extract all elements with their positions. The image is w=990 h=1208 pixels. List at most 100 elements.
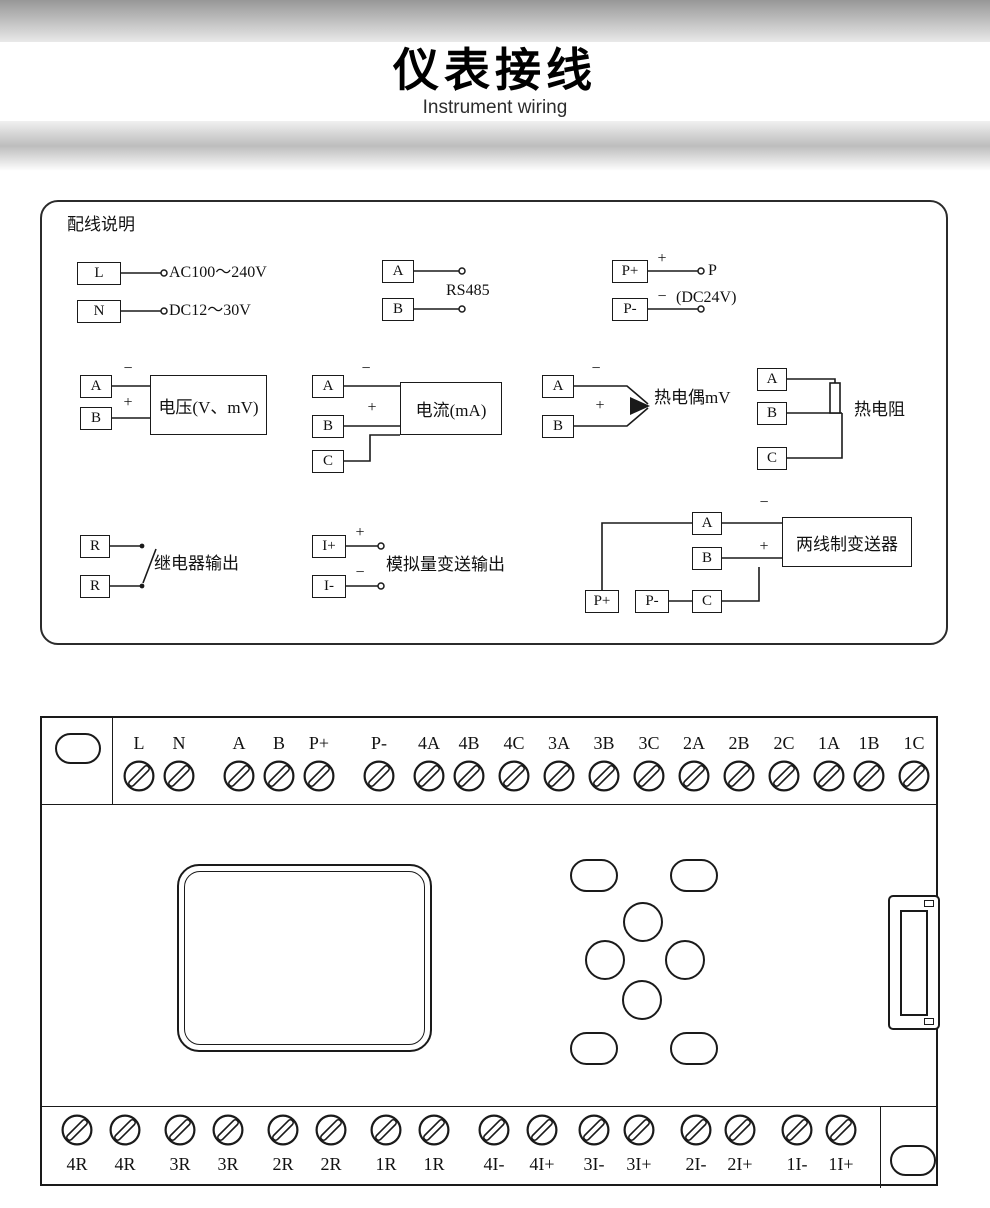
terminal-top-2A: 2A [674, 730, 714, 792]
terminal-box-tx-Pplus: P+ [585, 590, 619, 613]
terminal-top-L: L [119, 730, 159, 792]
connector-tab [924, 900, 934, 907]
screw-terminal-icon [303, 760, 335, 792]
terminal-box-current-C: C [312, 450, 344, 473]
screw-terminal-icon [678, 760, 710, 792]
terminal-label: 1B [858, 733, 880, 753]
terminal-label: 2I- [685, 1154, 707, 1174]
terminal-label: 4B [458, 733, 480, 753]
terminal-label: 2A [683, 733, 705, 753]
screw-terminal-icon [898, 760, 930, 792]
terminal-bottom-3R-1: 3R [158, 1114, 202, 1176]
keypad-button-top-right [670, 859, 718, 892]
display-window [177, 864, 432, 1052]
screw-terminal-icon [768, 760, 800, 792]
terminal-box-Pplus: P+ [612, 260, 648, 283]
terminal-bottom-1R-1: 1R [364, 1114, 408, 1176]
terminal-label: 1R [375, 1154, 397, 1174]
terminal-label: P- [370, 733, 387, 753]
terminal-top-1B: 1B [849, 730, 889, 792]
terminal-top-4B: 4B [449, 730, 489, 792]
terminal-top-1C: 1C [894, 730, 934, 792]
polarity-minus: − [361, 360, 371, 377]
mounting-hole [890, 1145, 936, 1176]
screw-terminal-icon [363, 760, 395, 792]
header-band-bottom [0, 121, 990, 171]
terminal-box-rtd-C: C [757, 447, 787, 470]
terminal-box-rs485-A: A [382, 260, 414, 283]
terminal-label: 4R [114, 1154, 136, 1174]
screw-terminal-icon [498, 760, 530, 792]
terminal-box-Pminus: P- [612, 298, 648, 321]
terminal-box-current-A: A [312, 375, 344, 398]
screw-terminal-icon [633, 760, 665, 792]
terminal-box-voltage-A: A [80, 375, 112, 398]
terminal-bottom-4Iplus: 4I+ [520, 1114, 564, 1176]
polarity-plus: + [367, 399, 377, 416]
keypad-button-bottom-right [670, 1032, 718, 1065]
screw-terminal-icon [418, 1114, 450, 1146]
keypad-button-bottom-left [570, 1032, 618, 1065]
terminal-box-tc-B: B [542, 415, 574, 438]
terminal-box-N: N [77, 300, 121, 323]
terminal-box-tx-C: C [692, 590, 722, 613]
terminal-top-A: A [219, 730, 259, 792]
screw-terminal-icon [263, 760, 295, 792]
terminal-box-L: L [77, 262, 121, 285]
polarity-plus: + [355, 524, 365, 541]
terminal-top-N: N [159, 730, 199, 792]
screw-terminal-icon [413, 760, 445, 792]
screw-terminal-icon [825, 1114, 857, 1146]
terminal-top-Pplus: P+ [299, 730, 339, 792]
terminal-box-Iplus: I+ [312, 535, 346, 558]
wiring-instructions-box: 配线说明 L N AC100～240V DC12～30V A B RS485 P… [40, 200, 948, 645]
terminal-bottom-1Iminus: 1I- [775, 1114, 819, 1176]
terminal-bottom-1Iplus: 1I+ [819, 1114, 863, 1176]
terminal-label: 4I- [483, 1154, 505, 1174]
terminal-label: 2B [728, 733, 750, 753]
terminal-box-relay-R2: R [80, 575, 110, 598]
relay-output-label: 继电器输出 [154, 554, 239, 573]
terminal-top-1A: 1A [809, 730, 849, 792]
connector-tab [924, 1018, 934, 1025]
screw-terminal-icon [164, 1114, 196, 1146]
terminal-label: 1C [903, 733, 925, 753]
screw-terminal-icon [588, 760, 620, 792]
terminal-label: 2C [773, 733, 795, 753]
voltage-input-box: 电压(V、mV) [150, 375, 267, 435]
screw-terminal-icon [853, 760, 885, 792]
keypad-button-right [665, 940, 705, 980]
screw-terminal-icon [315, 1114, 347, 1146]
divider-line [42, 804, 936, 805]
screw-terminal-icon [813, 760, 845, 792]
terminal-bottom-4R-1: 4R [55, 1114, 99, 1176]
terminal-label: A [232, 733, 246, 753]
terminal-bottom-2R-2: 2R [309, 1114, 353, 1176]
terminal-label: 3B [593, 733, 615, 753]
terminal-label: N [172, 733, 186, 753]
screw-terminal-icon [526, 1114, 558, 1146]
terminal-bottom-3R-2: 3R [206, 1114, 250, 1176]
screw-terminal-icon [267, 1114, 299, 1146]
polarity-plus: + [595, 397, 605, 414]
terminal-top-3C: 3C [629, 730, 669, 792]
terminal-bottom-2Iminus: 2I- [674, 1114, 718, 1176]
terminal-bottom-3Iplus: 3I+ [617, 1114, 661, 1176]
terminal-label: 4I+ [529, 1154, 555, 1174]
power-ac-label: AC100～240V [169, 264, 267, 281]
terminal-box-voltage-B: B [80, 407, 112, 430]
terminal-label: 3C [638, 733, 660, 753]
power-dc-label: DC12～30V [169, 302, 251, 319]
screw-terminal-icon [724, 1114, 756, 1146]
display-bezel [184, 871, 425, 1045]
terminal-box-tx-A: A [692, 512, 722, 535]
thermocouple-label: 热电偶mV [654, 388, 731, 407]
terminal-bottom-3Iminus: 3I- [572, 1114, 616, 1176]
terminal-label: 4C [503, 733, 525, 753]
terminal-box-rtd-A: A [757, 368, 787, 391]
keypad-button-left [585, 940, 625, 980]
screw-terminal-icon [781, 1114, 813, 1146]
polarity-minus: − [123, 360, 133, 377]
rtd-label: 热电阻 [854, 400, 905, 419]
